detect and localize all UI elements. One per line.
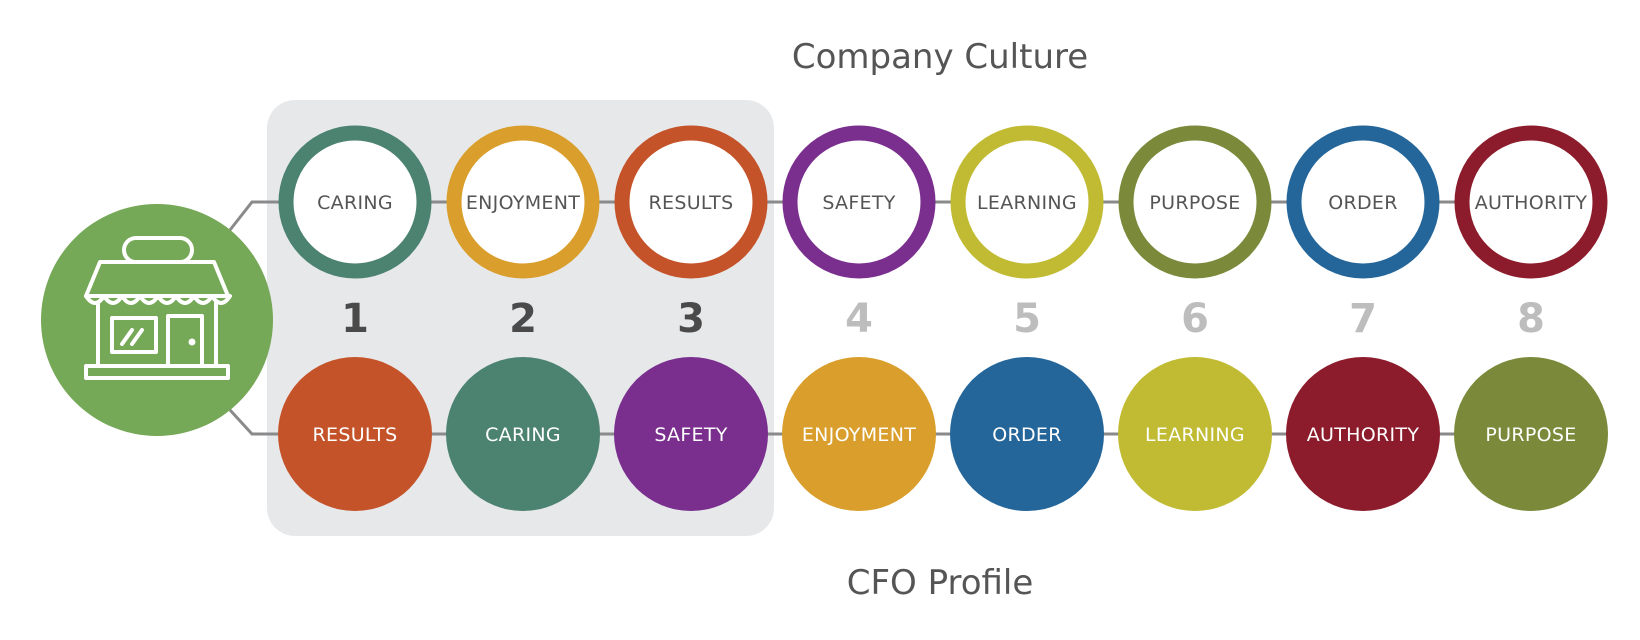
cfo-node-purpose: PURPOSE — [1454, 357, 1608, 511]
cfo-node-caring: CARING — [446, 357, 600, 511]
culture-ring — [614, 125, 768, 279]
storefront-icon — [84, 236, 232, 380]
cfo-label: PURPOSE — [1485, 424, 1576, 446]
culture-label: ENJOYMENT — [466, 192, 580, 214]
culture-ring — [1286, 125, 1440, 279]
cfo-label: ENJOYMENT — [802, 424, 916, 446]
cfo-node-order: ORDER — [950, 357, 1104, 511]
cfo-circle — [1286, 357, 1440, 511]
cfo-label: CARING — [485, 424, 561, 446]
culture-node-enjoyment: ENJOYMENT — [446, 125, 600, 279]
culture-node-caring: CARING — [278, 125, 432, 279]
culture-label: SAFETY — [822, 192, 895, 214]
culture-ring — [278, 125, 432, 279]
cfo-circle — [278, 357, 432, 511]
cfo-circle — [1454, 357, 1608, 511]
rank-number-3: 3 — [677, 296, 705, 342]
rank-number-7: 7 — [1349, 296, 1377, 342]
cfo-label: RESULTS — [313, 424, 398, 446]
cfo-node-results: RESULTS — [278, 357, 432, 511]
rank-number-2: 2 — [509, 296, 537, 342]
rank-number-6: 6 — [1181, 296, 1209, 342]
culture-node-purpose: PURPOSE — [1118, 125, 1272, 279]
culture-label: LEARNING — [977, 192, 1077, 214]
hub-node — [41, 204, 273, 436]
cfo-label: LEARNING — [1145, 424, 1245, 446]
culture-node-authority: AUTHORITY — [1454, 125, 1608, 279]
rank-number-4: 4 — [845, 296, 873, 342]
rank-number-8: 8 — [1517, 296, 1545, 342]
cfo-circle — [950, 357, 1104, 511]
rank-number-row: 1 2 3 4 5 6 7 8 — [341, 296, 1545, 342]
culture-ring — [446, 125, 600, 279]
cfo-circle — [446, 357, 600, 511]
cfo-node-enjoyment: ENJOYMENT — [782, 357, 936, 511]
culture-node-safety: SAFETY — [782, 125, 936, 279]
culture-label: CARING — [317, 192, 393, 214]
culture-node-results: RESULTS — [614, 125, 768, 279]
cfo-circle — [1118, 357, 1272, 511]
cfo-profile-title: CFO Profile — [847, 563, 1034, 603]
culture-ring — [1454, 125, 1608, 279]
cfo-node-safety: SAFETY — [614, 357, 768, 511]
hub-connector-top — [228, 200, 286, 231]
hub-connector-bottom — [228, 408, 278, 436]
company-culture-row: CARING ENJOYMENT RESULTS SAFETY LEARNING PURP… — [278, 125, 1608, 279]
cfo-circle — [782, 357, 936, 511]
company-culture-title: Company Culture — [792, 37, 1088, 77]
culture-ring — [782, 125, 936, 279]
rank-number-1: 1 — [341, 296, 369, 342]
cfo-profile-row: RESULTS CARING SAFETY ENJOYMENT ORDER LEARNIN… — [278, 357, 1608, 511]
culture-label: AUTHORITY — [1475, 192, 1588, 214]
culture-label: ORDER — [1328, 192, 1398, 214]
culture-ring — [1118, 125, 1272, 279]
cfo-circle — [614, 357, 768, 511]
cfo-node-learning: LEARNING — [1118, 357, 1272, 511]
cfo-node-authority: AUTHORITY — [1286, 357, 1440, 511]
rank-number-5: 5 — [1013, 296, 1041, 342]
culture-node-order: ORDER — [1286, 125, 1440, 279]
culture-label: PURPOSE — [1149, 192, 1240, 214]
culture-ring — [950, 125, 1104, 279]
cfo-label: ORDER — [992, 424, 1062, 446]
culture-node-learning: LEARNING — [950, 125, 1104, 279]
cfo-label: SAFETY — [654, 424, 727, 446]
cfo-label: AUTHORITY — [1307, 424, 1420, 446]
culture-label: RESULTS — [649, 192, 734, 214]
